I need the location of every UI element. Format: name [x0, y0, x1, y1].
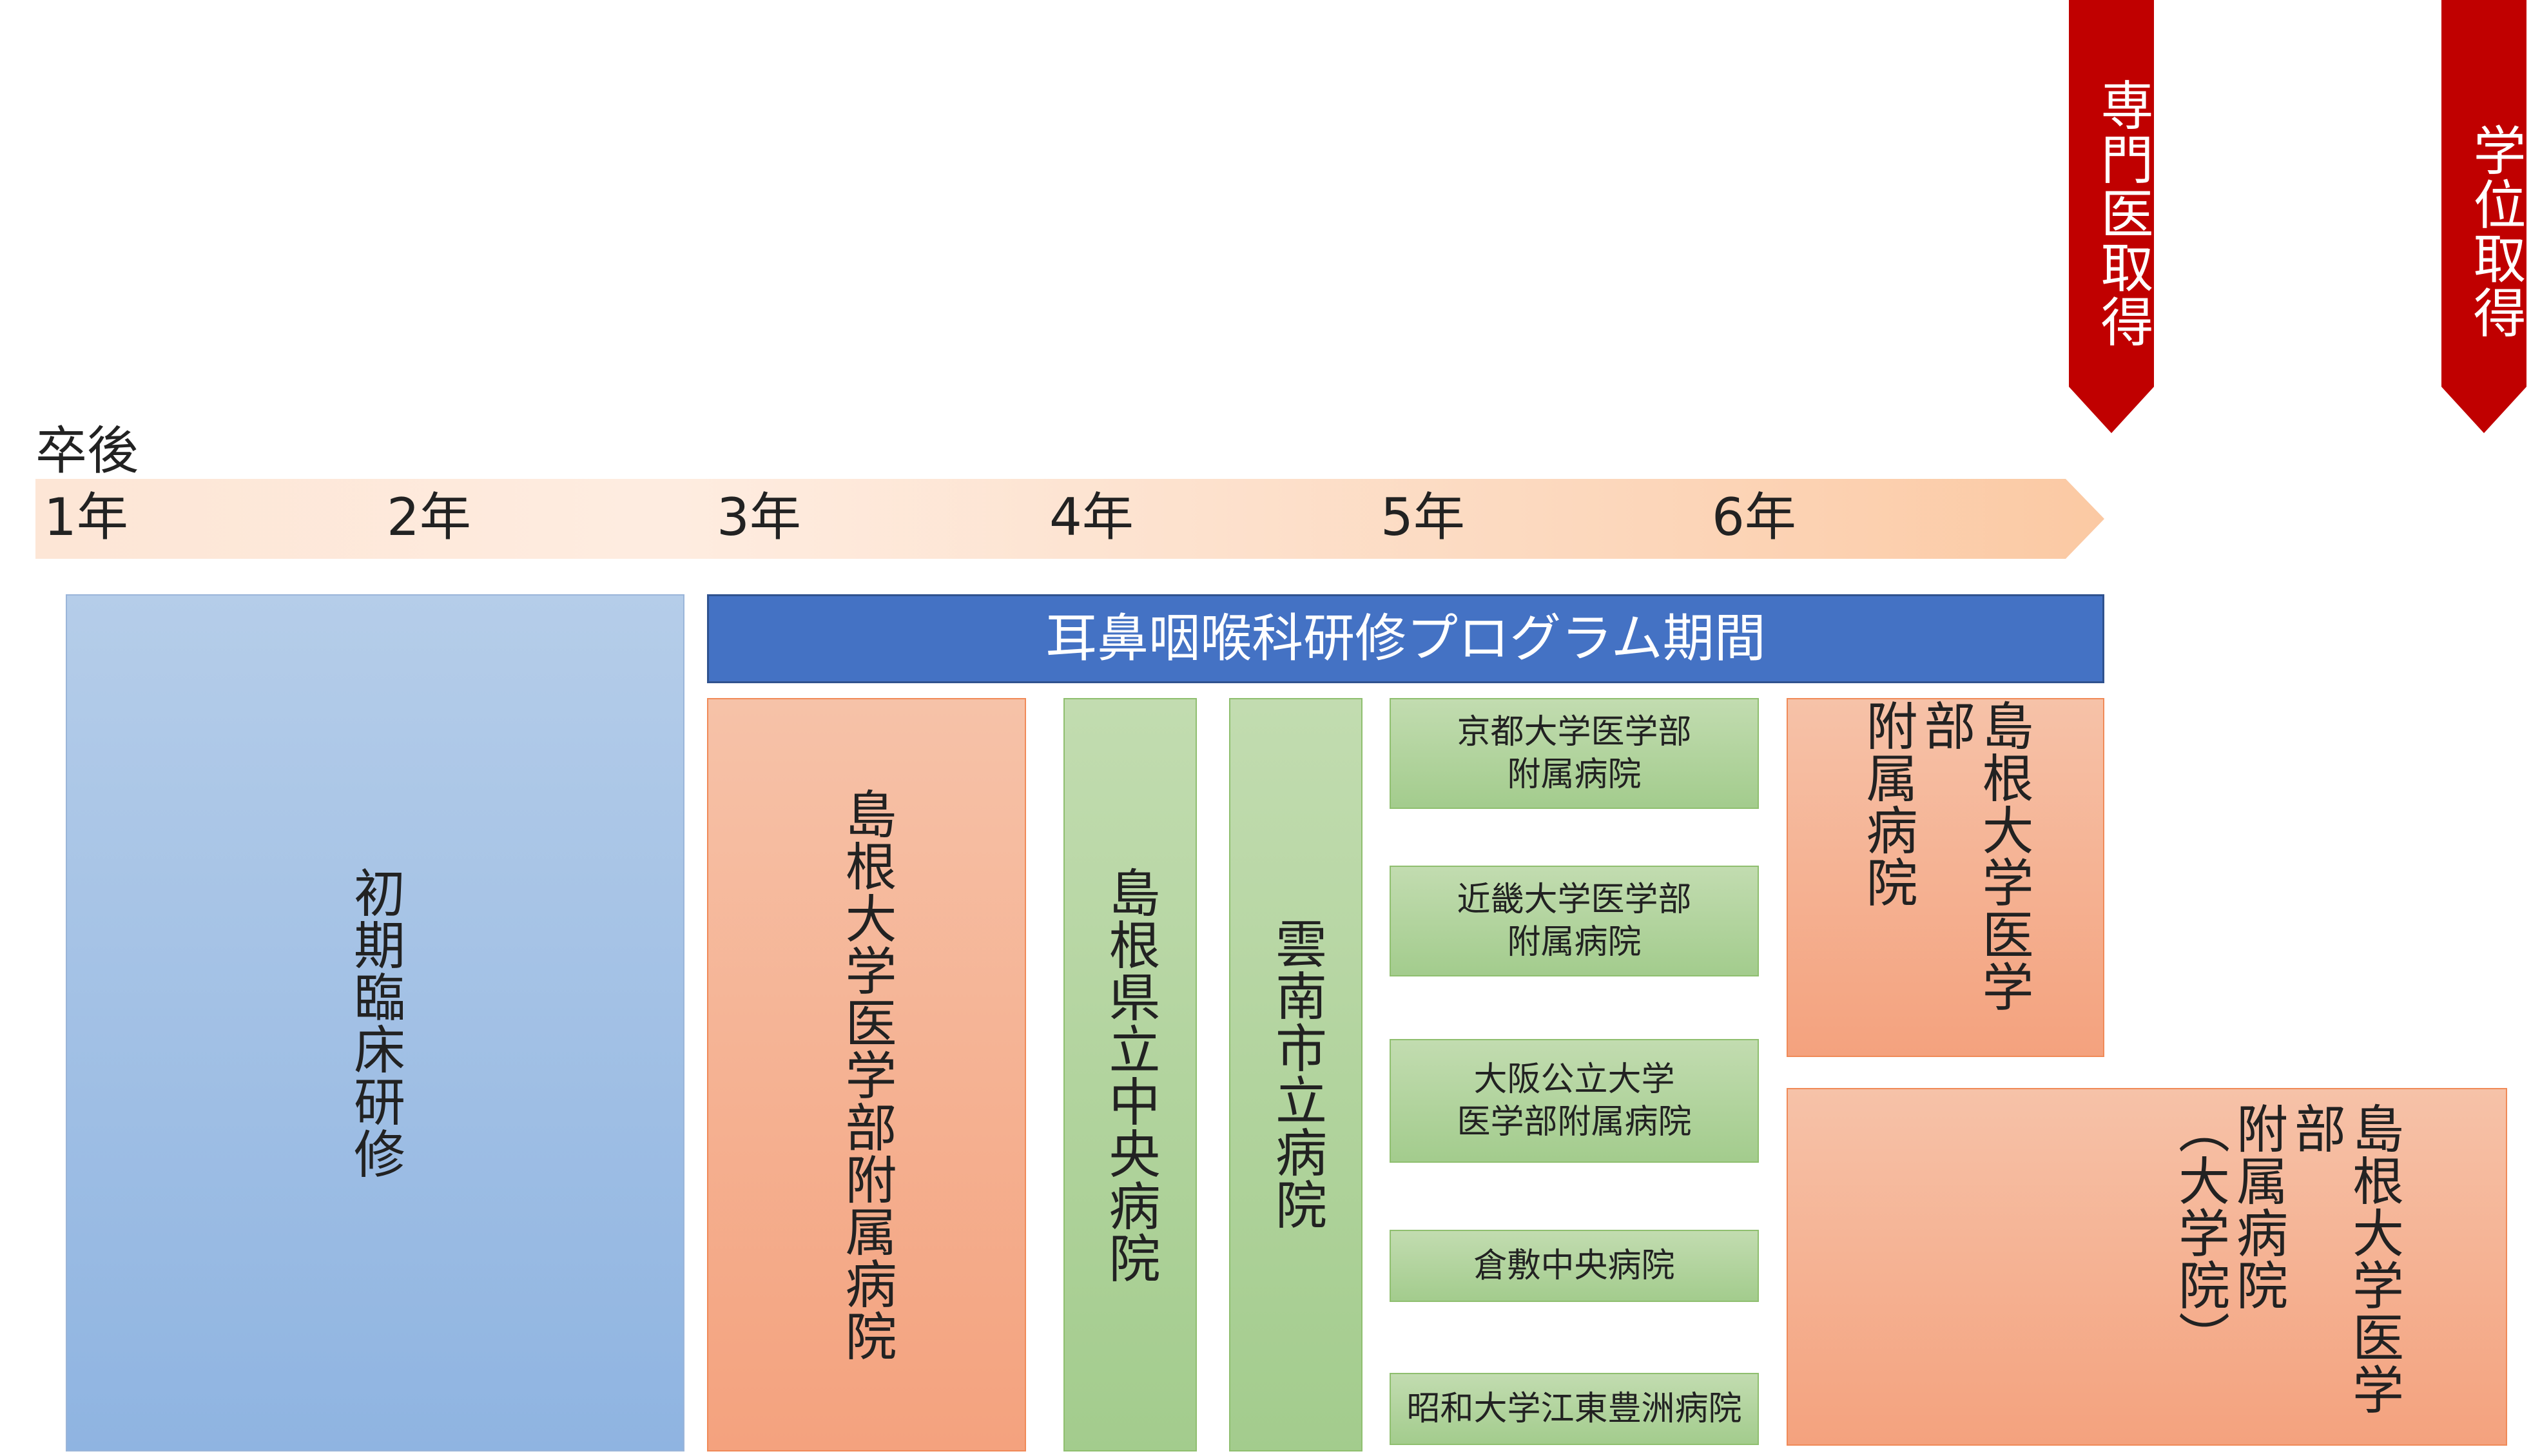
degree-marker: 学位取得 [2441, 0, 2526, 433]
shimane-pref-central-label: 島根県立中央病院 [1100, 866, 1161, 1284]
shimane-univ-hospital-y6-label: 島根大学医学部 附属病院 [1857, 699, 2034, 1013]
kindai-univ-block: 近畿大学医学部 附属病院 [1390, 866, 1759, 976]
initial-training-label: 初期臨床研修 [345, 866, 405, 1179]
unnan-city-block: 雲南市立病院 [1229, 698, 1362, 1451]
kurashiki-central-label: 倉敷中央病院 [1473, 1247, 1675, 1285]
timeline-caption: 卒後 [35, 421, 139, 481]
year-label-5: 5年 [1381, 487, 1465, 547]
specialist-marker-label: 専門医取得 [2091, 78, 2153, 349]
specialist-marker: 専門医取得 [2069, 0, 2154, 433]
shimane-pref-central-block: 島根県立中央病院 [1063, 698, 1197, 1451]
shimane-univ-grad-block: 島根大学医学部 附属病院 （大学院） [1787, 1088, 2507, 1446]
kyoto-univ-block: 京都大学医学部 附属病院 [1390, 698, 1759, 809]
marker-shape-icon [2441, 0, 2526, 433]
showa-koto-toyosu-label: 昭和大学江東豊洲病院 [1406, 1390, 1742, 1428]
year-label-3: 3年 [717, 487, 801, 547]
osaka-metro-univ-block: 大阪公立大学 医学部附属病院 [1390, 1039, 1759, 1163]
kindai-univ-label: 近畿大学医学部 附属病院 [1457, 880, 1692, 962]
showa-koto-toyosu-block: 昭和大学江東豊洲病院 [1390, 1373, 1759, 1445]
initial-training-block: 初期臨床研修 [66, 594, 684, 1451]
kyoto-univ-label: 京都大学医学部 附属病院 [1457, 713, 1692, 794]
kurashiki-central-block: 倉敷中央病院 [1390, 1230, 1759, 1302]
degree-marker-label: 学位取得 [2464, 123, 2525, 340]
osaka-metro-univ-label: 大阪公立大学 医学部附属病院 [1457, 1060, 1692, 1141]
shimane-univ-grad-label: 島根大学医学部 附属病院 （大学院） [2170, 1102, 2404, 1415]
unnan-city-label: 雲南市立病院 [1267, 917, 1327, 1230]
year-label-4: 4年 [1049, 487, 1134, 547]
program-period-bar: 耳鼻咽喉科研修プログラム期間 [707, 594, 2104, 683]
year-label-1: 1年 [44, 487, 128, 547]
year-label-2: 2年 [387, 487, 471, 547]
marker-shape-icon [2069, 0, 2154, 433]
timeline-arrow [35, 479, 2104, 559]
shimane-univ-hospital-block: 島根大学医学部附属病院 [707, 698, 1026, 1451]
year-label-6: 6年 [1712, 487, 1796, 547]
shimane-univ-hospital-y6-block: 島根大学医学部 附属病院 [1787, 698, 2104, 1057]
shimane-univ-hospital-label: 島根大学医学部附属病院 [837, 788, 897, 1362]
